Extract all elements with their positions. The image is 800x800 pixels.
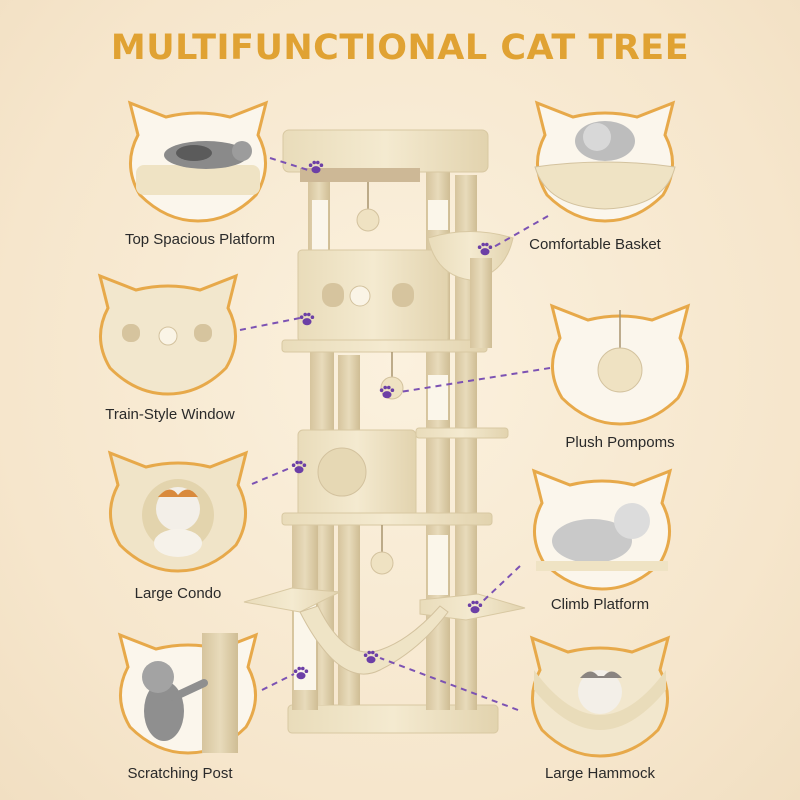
paw-icon (291, 460, 307, 474)
train-box (297, 249, 449, 343)
feature-label-hammock: Large Hammock (544, 765, 656, 782)
feature-frame-basket (525, 95, 685, 225)
feature-frame-hammock (520, 630, 680, 760)
feature-label-scratching-post: Scratching Post (127, 765, 233, 782)
feature-frame-condo (98, 445, 258, 575)
feature-frame-pompoms (540, 298, 700, 428)
paw-icon (379, 385, 395, 399)
pompom-lower (370, 551, 394, 575)
feature-label-pompoms: Plush Pompoms (565, 434, 675, 451)
paw-icon (308, 160, 324, 174)
page-title: MULTIFUNCTIONAL CAT TREE (110, 28, 690, 68)
pompom-top (356, 208, 380, 232)
feature-frame-scratching-post (108, 627, 268, 757)
feature-frame-climb (522, 463, 682, 593)
paw-icon (477, 242, 493, 256)
feature-label-top-platform: Top Spacious Platform (124, 231, 276, 248)
paw-icon (299, 312, 315, 326)
feature-frame-window (88, 268, 248, 398)
hammock (299, 605, 449, 675)
paw-icon (467, 600, 483, 614)
feature-label-basket: Comfortable Basket (529, 236, 661, 253)
feature-label-window: Train-Style Window (105, 406, 235, 423)
paw-icon (293, 666, 309, 680)
feature-label-condo: Large Condo (134, 585, 222, 602)
paw-icon (363, 650, 379, 664)
feature-frame-top-platform (118, 95, 278, 225)
feature-label-climb: Climb Platform (550, 596, 650, 613)
